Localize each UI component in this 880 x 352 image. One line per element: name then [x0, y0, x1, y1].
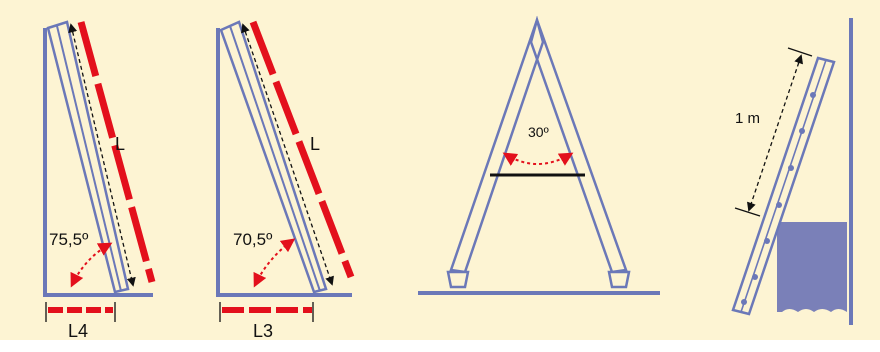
length-red-bar: [77, 21, 156, 283]
base-label: L4: [68, 321, 88, 341]
bottom-tick: [734, 207, 761, 217]
angle-label: 75,5º: [49, 230, 88, 249]
rung-dot: [764, 238, 770, 244]
left-foot: [446, 270, 470, 289]
right-foot: [607, 270, 631, 289]
length-dimension-line: [68, 23, 136, 287]
figure-4-ladder-overhang: 1 m: [731, 18, 853, 325]
distance-dimension-line: [747, 54, 803, 212]
distance-label: 1 m: [735, 110, 760, 127]
angle-arc: [502, 152, 574, 166]
length-dimension-line: [241, 23, 334, 286]
rung-dot: [788, 165, 794, 171]
base-label: L3: [253, 321, 273, 341]
angle-arc: [253, 238, 296, 288]
top-tick: [787, 47, 813, 57]
rung-dot: [776, 202, 782, 208]
rung-dot: [741, 299, 747, 305]
figure-3-stepladder-30: 30º: [418, 15, 660, 295]
rung-dot: [752, 274, 758, 280]
landing-block: [777, 222, 847, 312]
figure-2-ladder-70: L 70,5º L3: [216, 20, 355, 341]
figure-1-ladder-75: L 75,5º L4: [43, 20, 156, 341]
angle-label: 70,5º: [233, 230, 272, 249]
length-label: L: [115, 134, 125, 154]
length-red-bar: [249, 20, 355, 279]
background-panel: [0, 0, 880, 340]
rung-dot: [799, 128, 805, 134]
angle-label: 30º: [528, 124, 549, 140]
length-label: L: [310, 134, 320, 154]
rung-dot: [810, 92, 816, 98]
